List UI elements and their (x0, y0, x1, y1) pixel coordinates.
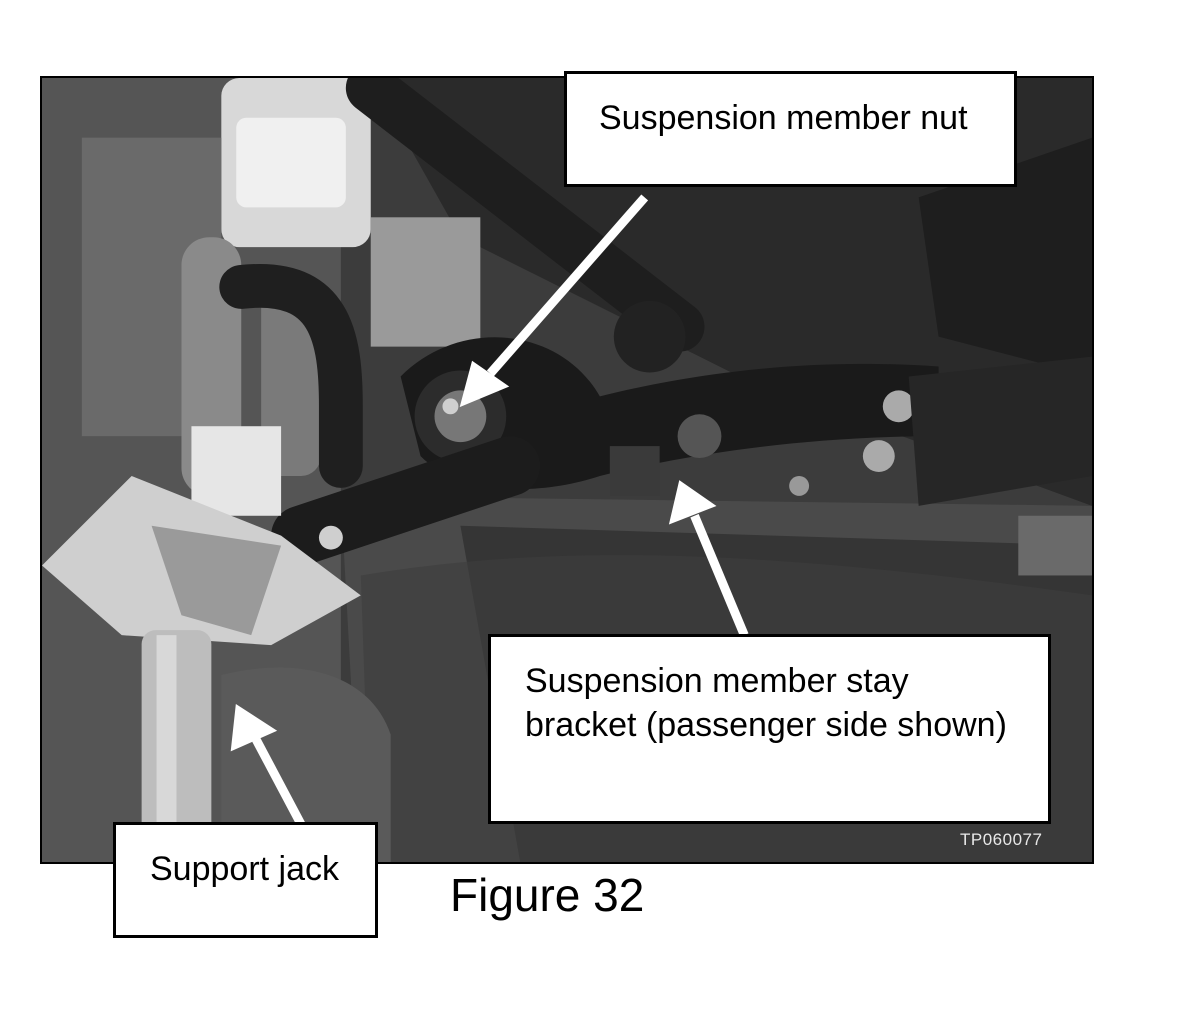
arrow-to-jack (230, 703, 305, 827)
callout-jack-label: Support jack (150, 850, 339, 888)
photo-code: TP060077 (960, 830, 1043, 849)
arrow-to-nut (459, 194, 649, 408)
callout-bracket-label-line2: bracket (passenger side shown) (525, 706, 1007, 744)
figure-caption: Figure 32 (450, 869, 645, 921)
callout-suspension-member-nut: Suspension member nut (564, 71, 1017, 187)
callout-support-jack: Support jack (113, 822, 378, 938)
callout-bracket-label-line1: Suspension member stay (525, 662, 909, 700)
callout-nut-label: Suspension member nut (599, 99, 968, 137)
arrow-to-bracket (668, 480, 749, 637)
callout-stay-bracket: Suspension member stay bracket (passenge… (488, 634, 1051, 824)
